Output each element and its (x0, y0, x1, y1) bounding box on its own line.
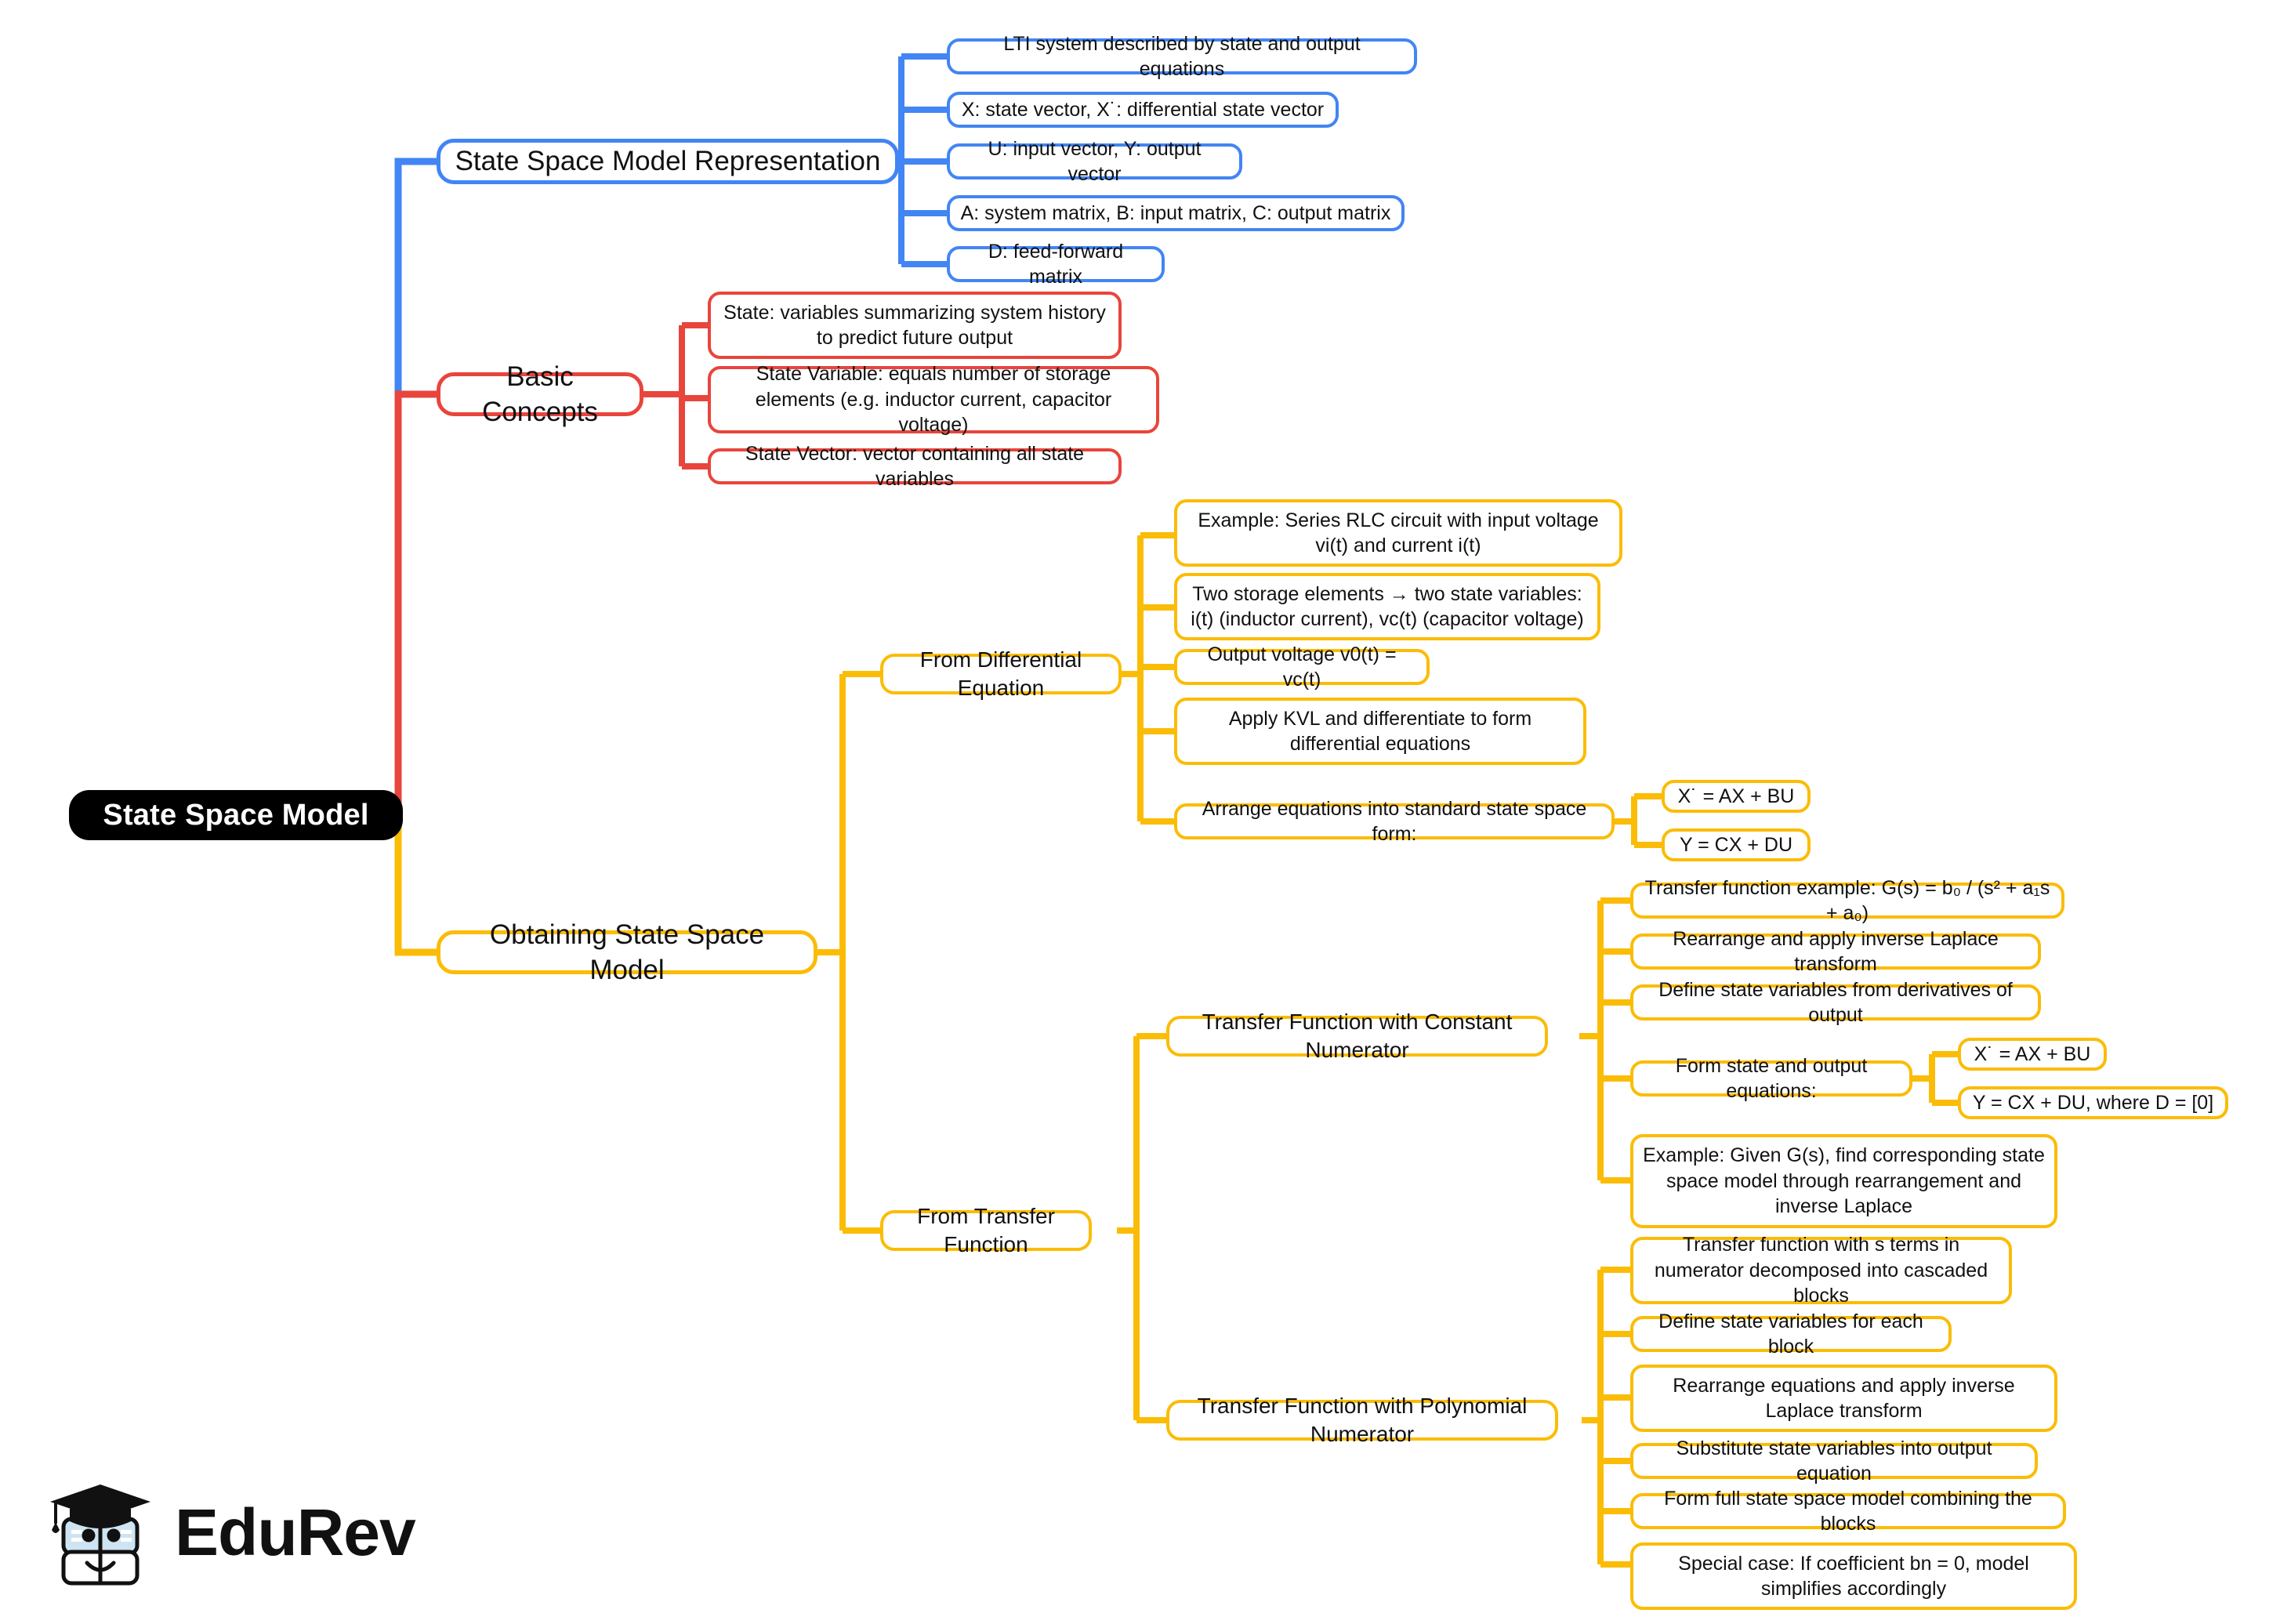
leaf-node[interactable]: Apply KVL and differentiate to form diff… (1174, 698, 1586, 765)
leaf-node[interactable]: U: input vector, Y: output vector (947, 138, 1242, 185)
leaf-node[interactable]: Substitute state variables into output e… (1630, 1437, 2038, 1484)
leaf-label: D: feed-forward matrix (988, 240, 1124, 288)
leaf-node[interactable]: A: system matrix, B: input matrix, C: ou… (947, 195, 1405, 231)
leaf-node[interactable]: D: feed-forward matrix (947, 241, 1165, 288)
leaf-node[interactable]: Define state variables from derivatives … (1630, 979, 2041, 1026)
leaf-node[interactable]: X˙ = AX + BU (1662, 780, 1811, 813)
leaf-node[interactable]: Rearrange equations and apply inverse La… (1630, 1365, 2057, 1432)
leaf-label: Define state variables from derivatives … (1658, 978, 2013, 1027)
leaf-label: State Variable: equals number of storage… (755, 363, 1112, 437)
leaf-node[interactable]: Output voltage v0(t) = vc(t) (1174, 643, 1430, 691)
leaf-label: X˙ = AX + BU (1974, 1042, 2091, 1065)
leaf-label: X˙ = AX + BU (1677, 785, 1795, 807)
branch-label: From Transfer Function (917, 1203, 1055, 1256)
leaf-node[interactable]: LTI system described by state and output… (947, 33, 1417, 80)
leaf-label: Y = CX + DU, where D = [0] (1972, 1091, 2214, 1114)
leaf-node[interactable]: Y = CX + DU (1662, 828, 1811, 861)
leaf-node[interactable]: Example: Given G(s), find corresponding … (1630, 1134, 2057, 1228)
leaf-label: Rearrange and apply inverse Laplace tran… (1673, 927, 1999, 976)
branch-label: Obtaining State Space Model (489, 919, 765, 986)
root-label: State Space Model (103, 798, 369, 832)
edurev-wordmark: EduRev (175, 1495, 416, 1569)
edurev-logo: EduRev (43, 1470, 451, 1595)
leaf-node[interactable]: Transfer function with s terms in numera… (1630, 1234, 2012, 1307)
leaf-label: Define state variables for each block (1658, 1310, 1923, 1358)
leaf-label: Transfer function example: G(s) = b₀ / (… (1644, 876, 2050, 925)
branch-from-transfer-function[interactable]: From Transfer Function (880, 1204, 1092, 1256)
leaf-node[interactable]: Form full state space model combining th… (1630, 1488, 2066, 1535)
leaf-label: LTI system described by state and output… (1003, 32, 1361, 81)
leaf-label: Example: Given G(s), find corresponding … (1643, 1144, 2045, 1218)
leaf-label: Form state and output equations: (1675, 1054, 1868, 1103)
leaf-label: Transfer function with s terms in numera… (1654, 1234, 1988, 1307)
branch-transfer-function-with-constant-numerator[interactable]: Transfer Function with Constant Numerato… (1166, 1010, 1548, 1062)
branch-label: Transfer Function with Constant Numerato… (1202, 1009, 1513, 1062)
leaf-label: Form full state space model combining th… (1664, 1487, 2032, 1535)
node-form-state-and-output-equations[interactable]: Form state and output equations: (1630, 1055, 1912, 1102)
leaf-node[interactable]: State: variables summarizing system hist… (708, 292, 1122, 359)
node-arrange-equations[interactable]: Arrange equations into standard state sp… (1174, 798, 1615, 845)
leaf-label: Y = CX + DU (1679, 833, 1793, 856)
leaf-label: Rearrange equations and apply inverse La… (1673, 1374, 2015, 1423)
branch-obtaining-state-space-model[interactable]: Obtaining State Space Model (437, 919, 817, 985)
leaf-node[interactable]: Define state variables for each block (1630, 1310, 1952, 1358)
leaf-node[interactable]: Two storage elements → two state variabl… (1174, 573, 1600, 640)
leaf-node[interactable]: State Variable: equals number of storage… (708, 363, 1159, 436)
leaf-label: X: state vector, X˙: differential state … (961, 98, 1325, 121)
leaf-node[interactable]: Y = CX + DU, where D = [0] (1958, 1086, 2228, 1119)
leaf-label: Substitute state variables into output e… (1676, 1437, 1992, 1485)
branch-state-space-model-representation[interactable]: State Space Model Representation (437, 139, 899, 184)
leaf-label: Apply KVL and differentiate to form diff… (1228, 707, 1532, 756)
leaf-node[interactable]: Rearrange and apply inverse Laplace tran… (1630, 928, 2041, 975)
branch-label: Basic Concepts (482, 361, 598, 428)
root-node[interactable]: State Space Model (69, 790, 403, 840)
branch-label: State Space Model Representation (455, 146, 881, 177)
branch-transfer-function-with-polynomial-numerator[interactable]: Transfer Function with Polynomial Numera… (1166, 1394, 1558, 1446)
leaf-node[interactable]: State Vector: vector containing all stat… (708, 443, 1122, 490)
leaf-label: State: variables summarizing system hist… (723, 301, 1106, 350)
leaf-node[interactable]: Example: Series RLC circuit with input v… (1174, 499, 1622, 567)
leaf-label: State Vector: vector containing all stat… (745, 442, 1085, 491)
leaf-label: Two storage elements → two state variabl… (1191, 582, 1584, 631)
branch-basic-concepts[interactable]: Basic Concepts (437, 361, 643, 427)
leaf-label: Output voltage v0(t) = vc(t) (1207, 643, 1397, 691)
graduation-cap-book-icon (43, 1474, 161, 1591)
leaf-label: Example: Series RLC circuit with input v… (1198, 509, 1599, 557)
branch-label: Transfer Function with Polynomial Numera… (1197, 1393, 1528, 1446)
leaf-label: Special case: If coefficient bn = 0, mod… (1678, 1552, 2029, 1600)
leaf-node[interactable]: X: state vector, X˙: differential state … (947, 92, 1339, 128)
leaf-node[interactable]: X˙ = AX + BU (1958, 1038, 2107, 1071)
leaf-label: Arrange equations into standard state sp… (1202, 797, 1587, 846)
leaf-label: A: system matrix, B: input matrix, C: ou… (960, 201, 1391, 224)
leaf-node[interactable]: Special case: If coefficient bn = 0, mod… (1630, 1542, 2077, 1610)
branch-from-differential-equation[interactable]: From Differential Equation (880, 647, 1122, 700)
leaf-node[interactable]: Transfer function example: G(s) = b₀ / (… (1630, 877, 2064, 924)
leaf-label: U: input vector, Y: output vector (988, 137, 1202, 186)
branch-label: From Differential Equation (919, 647, 1082, 700)
